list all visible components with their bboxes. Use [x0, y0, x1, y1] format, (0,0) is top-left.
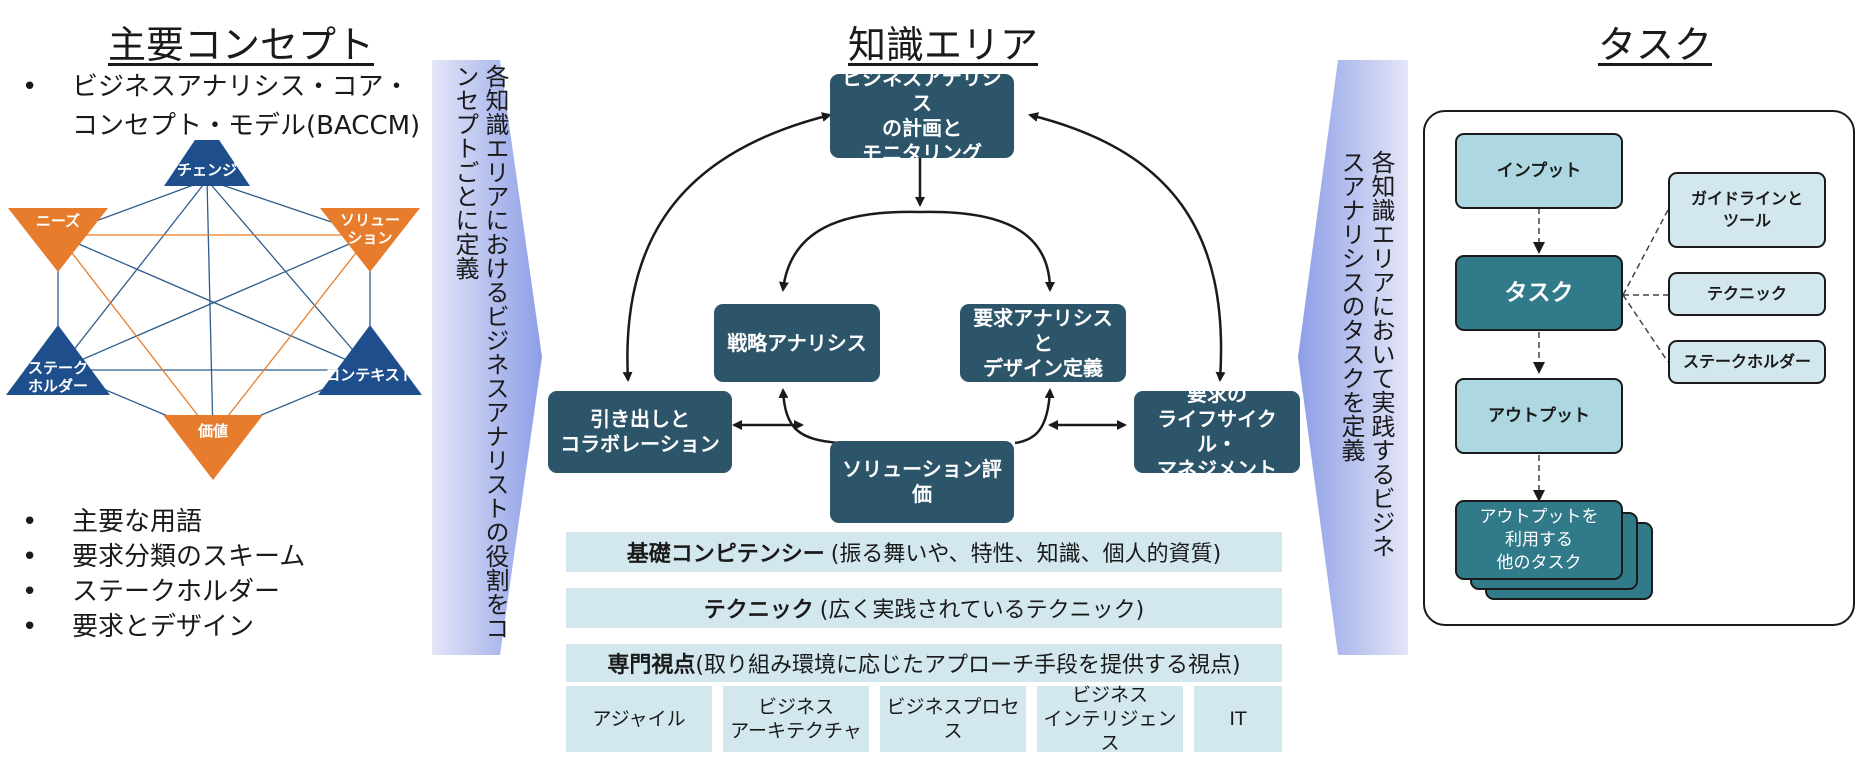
underlying-competencies-bar: 基礎コンピテンシー (振る舞いや、特性、知識、個人的資質) [566, 532, 1282, 572]
change-triangle [164, 140, 250, 186]
baccm-list: ビジネスアナリシス・コア・ [22, 70, 409, 105]
concept-bullet-item: 要求とデザイン [22, 610, 305, 645]
stakeholder-label: ステーク ホルダー [27, 359, 88, 395]
perspectives-desc: (取り組み環境に応じたアプローチ手段を提供する視点) [695, 653, 1241, 678]
baccm-item: ビジネスアナリシス・コア・ [22, 70, 409, 105]
context-triangle [318, 325, 422, 395]
ka-elicitation-collaboration: 引き出しと コラボレーション [548, 391, 732, 473]
needs-triangle [8, 208, 108, 272]
competencies-desc: (振る舞いや、特性、知識、個人的資質) [830, 542, 1222, 567]
task-other-tasks: アウトプットを 利用する 他のタスク [1455, 500, 1623, 580]
task-stakeholders: ステークホルダー [1668, 340, 1826, 384]
knowledge-area-arrows [622, 112, 1226, 445]
perspective-agile: アジャイル [566, 686, 712, 752]
ka-requirements-lifecycle: 要求の ライフサイクル・ マネジメント [1134, 382, 1300, 481]
change-label: チェンジ [176, 161, 237, 179]
value-triangle [163, 415, 263, 480]
concept-bullet-item: 要求分類のスキーム [22, 540, 305, 575]
task-connectors [1533, 208, 1669, 502]
ka-requirements-analysis-design: 要求アナリシスと デザイン定義 [960, 304, 1126, 382]
concept-bullet-list: 主要な用語 要求分類のスキーム ステークホルダー 要求とデザイン [22, 505, 305, 645]
task-input: インプット [1455, 133, 1623, 209]
ka-planning-monitoring: ビジネスアナリシス の計画と モニタリング [830, 66, 1014, 165]
concept-bullet-item: 主要な用語 [22, 505, 305, 540]
concept-bullet-item: ステークホルダー [22, 575, 305, 610]
left-banner-arrow [432, 60, 542, 655]
techniques-bar: テクニック (広く実践されているテクニック) [566, 588, 1282, 628]
perspective-business-process: ビジネスプロセス [880, 686, 1026, 752]
knowledge-areas-title: 知識エリア [848, 23, 1039, 67]
core-concepts-title: 主要コンセプト [108, 23, 375, 67]
techniques-desc: (広く実践されているテクニック) [819, 598, 1145, 623]
stakeholder-triangle [6, 325, 110, 395]
ka-solution-evaluation: ソリューション評価 [830, 441, 1014, 523]
baccm-item-line2: コンセプト・モデル(BACCM) [72, 111, 421, 141]
task-output: アウトプット [1455, 378, 1623, 454]
task-techniques: テクニック [1668, 272, 1826, 316]
perspectives-label: 専門視点 [607, 653, 696, 678]
solution-label: ソリュー ション [339, 211, 400, 247]
needs-label: ニーズ [35, 212, 81, 230]
perspective-it: IT [1194, 686, 1282, 752]
techniques-label: テクニック [703, 598, 814, 623]
ka-strategy-analysis: 戦略アナリシス [714, 304, 880, 382]
tasks-title: タスク [1598, 23, 1713, 67]
baccm-hexagon-diagram [6, 140, 422, 480]
value-label: 価値 [197, 422, 228, 440]
task-main: タスク [1455, 255, 1623, 331]
perspective-business-intelligence: ビジネス インテリジェンス [1037, 684, 1183, 754]
solution-triangle [320, 208, 420, 272]
right-banner-text: 各知識エリアにおいて実践するビジネスアナリシスのタスクを定義 [1337, 150, 1395, 558]
task-guidelines-tools: ガイドラインと ツール [1668, 172, 1826, 248]
perspective-business-architecture: ビジネス アーキテクチャ [723, 686, 869, 752]
context-label: コンテキスト [325, 366, 415, 384]
perspectives-bar: 専門視点(取り組み環境に応じたアプローチ手段を提供する視点) [566, 644, 1282, 682]
left-banner-text: 各知識エリアにおけるビジネスアナリストの役割をコンセプトごとに定義 [451, 64, 509, 640]
competencies-label: 基礎コンピテンシー [626, 542, 825, 567]
right-banner-arrow [1298, 60, 1408, 655]
